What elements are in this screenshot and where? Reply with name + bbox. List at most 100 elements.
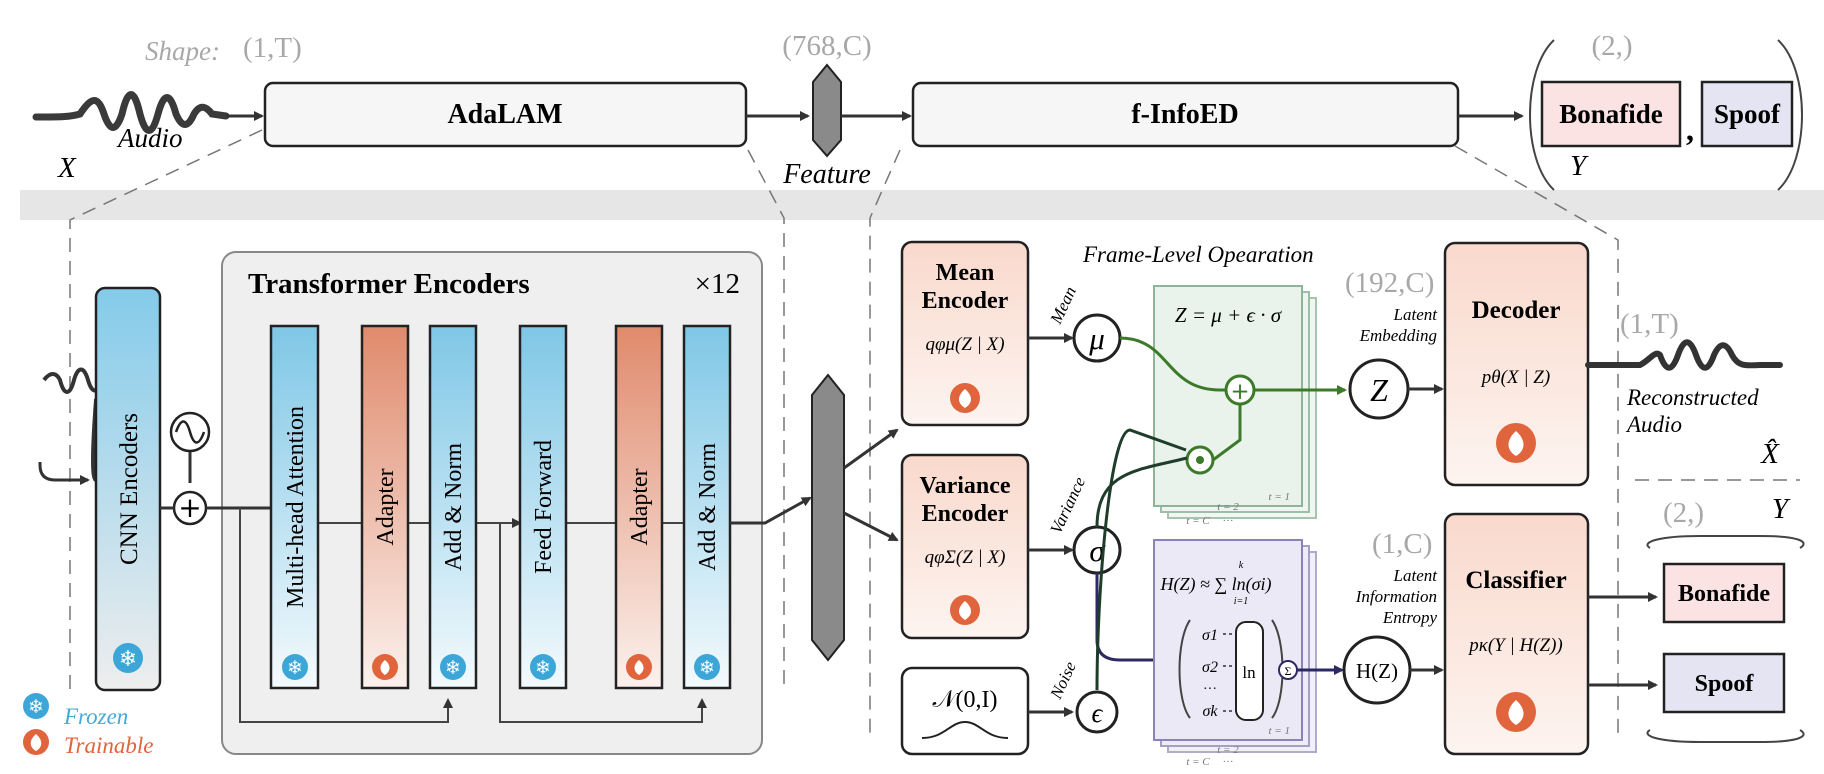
top-bonafide-box bbox=[1540, 80, 1682, 148]
feature-hexagon-detail bbox=[811, 373, 845, 662]
snowflake-icon: ❄ bbox=[699, 657, 715, 679]
tc-label: t = C bbox=[1186, 515, 1210, 527]
snowflake-icon: ❄ bbox=[535, 657, 551, 679]
dots-label-2: ··· bbox=[1223, 756, 1234, 768]
shape-entropy: (1,C) bbox=[1372, 528, 1432, 560]
shape-out: (2,) bbox=[1591, 30, 1632, 62]
fire-icon bbox=[634, 660, 644, 675]
h-formula: H(Z) ≈ ∑ ln(σi) bbox=[1159, 574, 1271, 595]
mean-encoder-box bbox=[900, 240, 1030, 427]
mu-label: μ bbox=[1088, 321, 1105, 356]
variance-formula: qφΣ(Z | X) bbox=[925, 547, 1006, 568]
sigma-1: σ1 bbox=[1202, 627, 1218, 644]
snowflake-icon: ❄ bbox=[28, 696, 44, 718]
zoom-line-infoed-left bbox=[869, 149, 901, 740]
legend-frozen: Frozen bbox=[63, 704, 128, 729]
shape-feature: (768,C) bbox=[782, 30, 871, 62]
adapter-label-1: Adapter bbox=[373, 468, 399, 545]
latent-frame-stack: t = 2 t = C ··· t = 1 bbox=[1153, 285, 1317, 527]
zoom-line-adalam-left bbox=[69, 129, 263, 690]
top-spoof-box bbox=[1700, 80, 1794, 148]
entropy-label-3: Entropy bbox=[1382, 608, 1438, 627]
adapter-block-2: Adapter bbox=[614, 324, 664, 690]
finfoed-title: f-InfoED bbox=[1131, 99, 1238, 130]
ln-box bbox=[1235, 621, 1264, 721]
addnorm-block-2: Add & Norm ❄ bbox=[682, 324, 732, 690]
top-y-label: Y bbox=[1570, 150, 1589, 182]
cls-spoof-box bbox=[1662, 652, 1786, 714]
shape-label: Shape: bbox=[145, 36, 220, 66]
recon-label-2: Audio bbox=[1625, 412, 1682, 437]
z-formula: Z = μ + ϵ · σ bbox=[1175, 303, 1283, 327]
shape-audio: (1,T) bbox=[243, 32, 302, 64]
cls-bottom-brace bbox=[1646, 729, 1805, 743]
noise-formula: 𝒩(0,I) bbox=[933, 687, 998, 713]
recon-wave-icon bbox=[1585, 339, 1783, 371]
top-comma: , bbox=[1686, 111, 1694, 147]
snowflake-icon: ❄ bbox=[445, 657, 461, 679]
sum-symbol: Σ bbox=[1285, 664, 1292, 678]
cls-bonafide-box bbox=[1662, 562, 1786, 624]
t1-label-2: t = 1 bbox=[1269, 725, 1290, 737]
sigma-vec-left-paren bbox=[1178, 619, 1191, 719]
addnorm-label-2: Add & Norm bbox=[695, 443, 721, 571]
epsilon-label: ϵ bbox=[1092, 698, 1104, 728]
addnorm-label-1: Add & Norm bbox=[441, 443, 467, 571]
svg-text:+: + bbox=[1230, 379, 1249, 405]
fire-icon bbox=[380, 660, 390, 675]
noise-arrow-label: Noise bbox=[1046, 658, 1080, 702]
adalam-title: AdaLAM bbox=[447, 99, 562, 130]
decoder-label: Decoder bbox=[1472, 297, 1561, 324]
sigma-k: σk bbox=[1203, 703, 1219, 720]
dots-label: ··· bbox=[1223, 515, 1234, 527]
entropy-frame-stack: t = 2 t = C ··· t = 1 bbox=[1153, 539, 1317, 768]
legend-trainable: Trainable bbox=[64, 733, 153, 758]
residual-arrow-2 bbox=[499, 523, 707, 723]
ffn-block: Feed Forward ❄ bbox=[518, 324, 568, 690]
input-arrow bbox=[38, 462, 90, 485]
zoom-line-infoed-right bbox=[1454, 145, 1619, 740]
cnn-encoders-box bbox=[94, 286, 162, 692]
classifier-label: Classifier bbox=[1465, 567, 1566, 594]
sigma-2: σ2 bbox=[1202, 659, 1218, 676]
shape-cls: (2,) bbox=[1663, 497, 1704, 529]
adapter-block-1: Adapter bbox=[360, 324, 410, 690]
mean-formula: qφμ(Z | X) bbox=[925, 334, 1004, 355]
audio-wave-icon bbox=[32, 91, 230, 134]
mean-encoder-l2: Encoder bbox=[922, 288, 1009, 314]
feature-label: Feature bbox=[782, 159, 871, 190]
frame-title: Frame-Level Opearation bbox=[1082, 242, 1314, 267]
classifier-formula: pκ(Y | H(Z)) bbox=[1467, 635, 1563, 656]
tc-label-2: t = C bbox=[1186, 756, 1210, 768]
gaussian-icon bbox=[921, 720, 1009, 739]
sum-top: k bbox=[1239, 560, 1244, 571]
z-label: Z bbox=[1370, 372, 1389, 408]
top-bonafide-label: Bonafide bbox=[1559, 99, 1663, 129]
latent-label-1: Latent bbox=[1393, 305, 1439, 324]
cls-bonafide-label: Bonafide bbox=[1678, 581, 1770, 607]
adapter-label-2: Adapter bbox=[627, 468, 653, 545]
svg-text:+: + bbox=[178, 491, 201, 524]
feature-hexagon bbox=[812, 63, 842, 158]
fire-icon bbox=[30, 734, 42, 751]
x-label: X bbox=[57, 152, 77, 184]
cls-top-brace bbox=[1646, 535, 1805, 549]
zoom-line-adalam-right bbox=[747, 149, 785, 690]
hz-label: H(Z) bbox=[1356, 659, 1398, 683]
cls-y-label: Y bbox=[1772, 493, 1791, 525]
transformer-times: ×12 bbox=[695, 268, 740, 300]
output-right-paren bbox=[1777, 39, 1803, 191]
recon-label-1: Reconstructed bbox=[1626, 385, 1759, 410]
addnorm-block-1: Add & Norm ❄ bbox=[428, 324, 478, 690]
variance-arrow-label: Variance bbox=[1046, 473, 1089, 536]
residual-arrow-1 bbox=[239, 508, 453, 723]
xhat-label: X̂ bbox=[1760, 437, 1780, 470]
legend: ❄ Frozen Trainable bbox=[23, 693, 153, 758]
ln-label: ln bbox=[1242, 663, 1256, 682]
entropy-label-2: Information bbox=[1355, 587, 1437, 606]
variance-encoder-l1: Variance bbox=[919, 473, 1010, 499]
classifier-box bbox=[1443, 512, 1590, 756]
top-spoof-label: Spoof bbox=[1714, 99, 1781, 129]
shape-latent: (192,C) bbox=[1345, 267, 1434, 299]
